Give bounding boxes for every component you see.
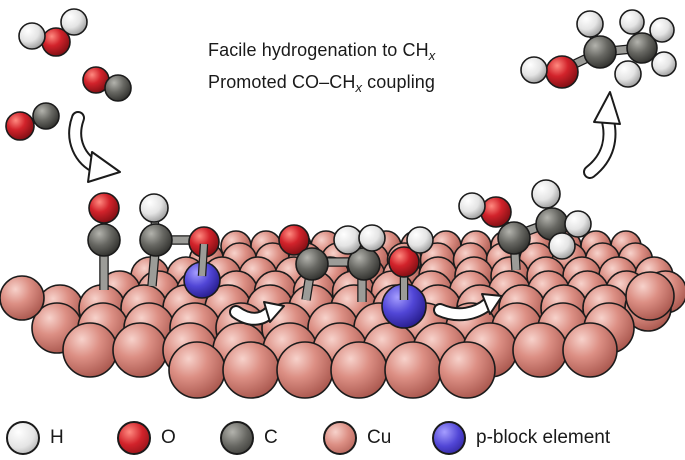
copper-atom (438, 341, 496, 399)
caption-line-2: Promoted CO–CHx coupling (208, 72, 528, 95)
hydrogen-atom (614, 60, 642, 88)
legend: H O C Cu p-block element (0, 418, 685, 458)
carbon-atom (104, 74, 132, 102)
copper-atom (512, 322, 568, 378)
hydrogen-atom (458, 192, 486, 220)
carbon-atom (626, 32, 658, 64)
hydrogen-atom (649, 17, 675, 43)
copper-atom (112, 322, 168, 378)
arrow-in-icon (68, 111, 121, 183)
oxygen-atom-icon (117, 421, 151, 455)
caption-line-2-suffix: coupling (362, 72, 436, 92)
caption-line-2-text: Promoted CO–CH (208, 72, 356, 92)
copper-atom (625, 271, 675, 321)
bond (197, 243, 209, 277)
copper-atom (168, 341, 226, 399)
caption-line-2-subscript: x (355, 80, 363, 95)
copper-atom (330, 341, 388, 399)
legend-label: p-block element (476, 427, 611, 448)
carbon-atom (32, 102, 60, 130)
hydrogen-atom (531, 179, 561, 209)
hydrogen-atom (358, 224, 386, 252)
copper-atom (276, 341, 334, 399)
legend-label: C (264, 427, 278, 448)
hydrogen-atom (576, 10, 604, 38)
p-block-atom-icon (432, 421, 466, 455)
hydrogen-atom (139, 193, 169, 223)
legend-item-p-block: p-block element (432, 418, 610, 458)
copper-atom (0, 275, 45, 321)
legend-item-hydrogen: H (6, 418, 64, 458)
oxygen-atom (388, 246, 420, 278)
carbon-atom (497, 221, 531, 255)
caption-line-1-text: Facile hydrogenation to CH (208, 40, 429, 60)
hydrogen-atom-icon (6, 421, 40, 455)
hydrogen-atom (60, 8, 88, 36)
legend-label: H (50, 427, 64, 448)
copper-atom (222, 341, 280, 399)
legend-item-oxygen: O (117, 418, 176, 458)
surface-arrow-2-icon (433, 293, 503, 322)
hydrogen-atom (564, 210, 592, 238)
oxygen-atom (545, 55, 579, 89)
hydrogen-atom (18, 22, 46, 50)
copper-atom (62, 322, 118, 378)
oxygen-atom (5, 111, 35, 141)
legend-label: O (161, 427, 176, 448)
caption-line-1: Facile hydrogenation to CHx (208, 40, 528, 63)
ethanol-product-molecule (520, 9, 677, 89)
legend-label: Cu (367, 427, 392, 448)
copper-atom-icon (323, 421, 357, 455)
carbon-atom-icon (220, 421, 254, 455)
arrow-out-icon (583, 91, 621, 179)
gas-phase-reactants (5, 8, 132, 141)
legend-item-copper: Cu (323, 418, 391, 458)
copper-atom (562, 322, 618, 378)
carbon-atom (583, 35, 617, 69)
carbon-atom (87, 223, 121, 257)
surface-arrow-1-icon (229, 301, 285, 326)
oxygen-atom (88, 192, 120, 224)
carbon-atom (139, 223, 173, 257)
copper-atom (384, 341, 442, 399)
surface-adsorbates (87, 179, 592, 302)
oxygen-atom (278, 224, 310, 256)
legend-item-carbon: C (220, 418, 278, 458)
hydrogen-atom (548, 232, 576, 260)
hydrogen-atom (619, 9, 645, 35)
caption-line-1-subscript: x (428, 48, 436, 63)
oxygen-atom (480, 196, 512, 228)
hydrogen-atom (651, 51, 677, 77)
hydrogen-atom (520, 56, 548, 84)
hydrogen-atom (333, 225, 363, 255)
carbon-atom (295, 247, 329, 281)
hydrogen-atom (406, 226, 434, 254)
